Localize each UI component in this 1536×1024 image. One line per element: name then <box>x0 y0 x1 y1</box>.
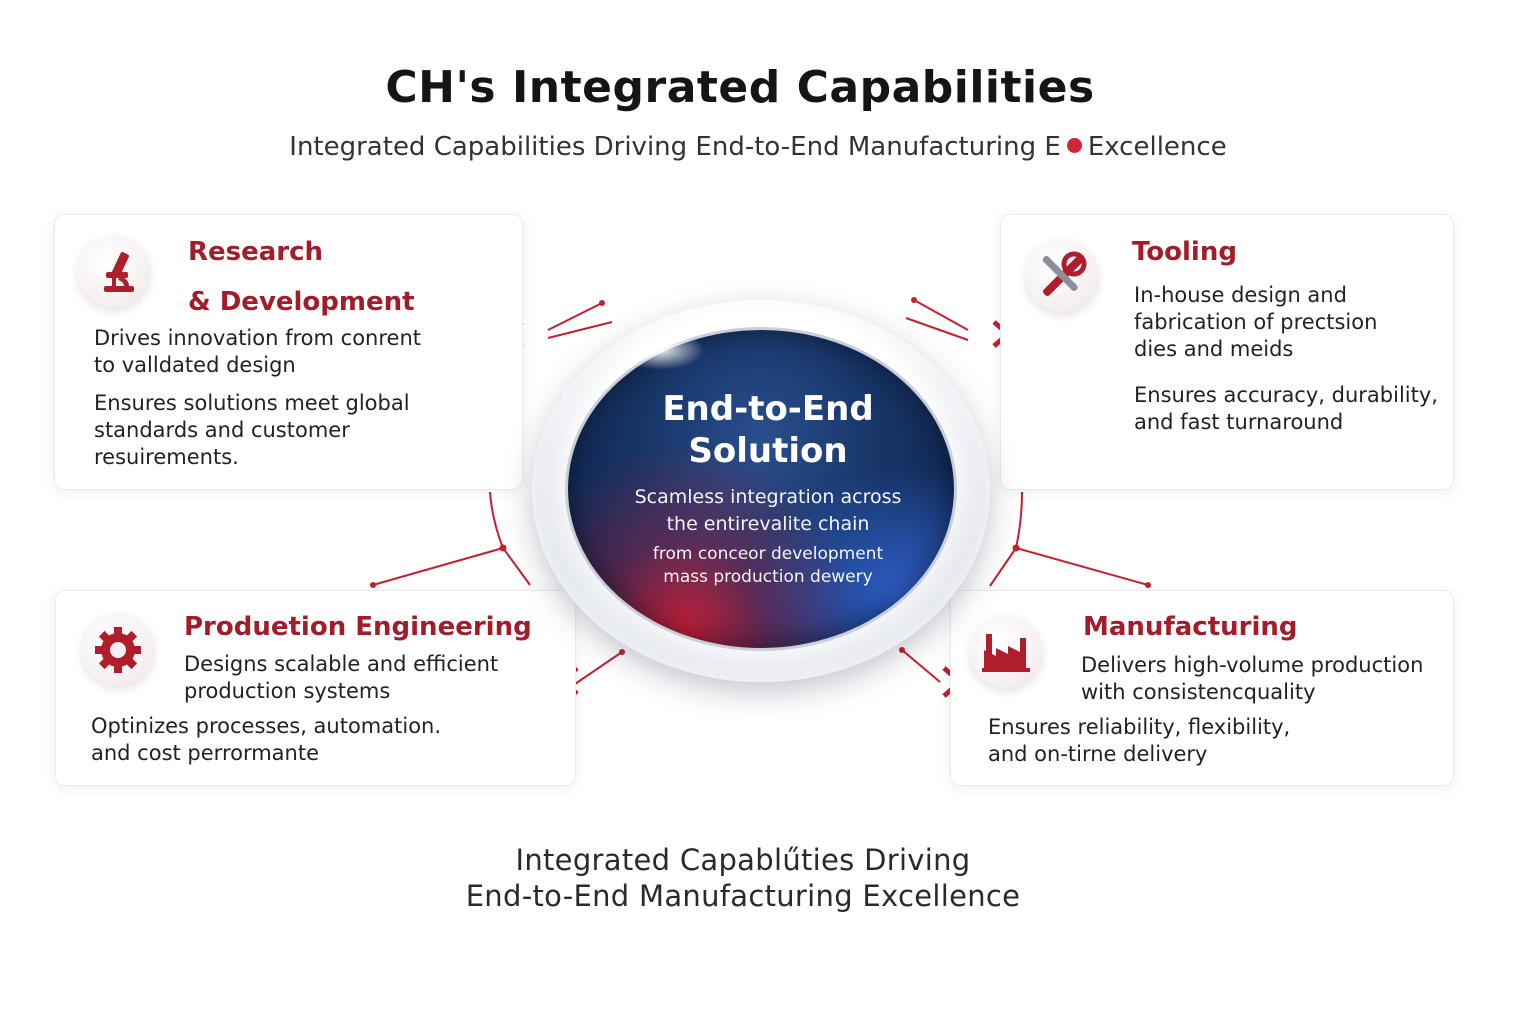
factory-icon <box>982 634 1030 672</box>
red-dot-icon <box>1066 138 1082 153</box>
connector-node <box>370 582 376 588</box>
hub-description: from conceor development mass production… <box>568 543 968 589</box>
text-line: fabrication of prectsion <box>1134 310 1378 334</box>
hub-glint <box>615 330 705 370</box>
card-title: Produetion Engineering <box>184 612 532 642</box>
connector-line <box>905 317 969 341</box>
text-line: production systems <box>184 679 391 703</box>
connector-node <box>599 300 605 306</box>
page-subtitle: Integrated Capabilities Driving End-to-E… <box>0 132 1516 162</box>
hub-description: Scamless integration across the entireva… <box>568 484 968 538</box>
connector-line <box>1015 491 1023 549</box>
connector-node <box>499 544 507 552</box>
hub-text-line: mass production dewery <box>663 567 873 587</box>
card-title: Manufacturing <box>1083 612 1298 642</box>
hub-text-line: Scamless integration across <box>634 486 902 508</box>
connector-node <box>1012 544 1020 552</box>
connector-line <box>913 299 969 331</box>
text-line: dies and meids <box>1134 337 1294 361</box>
card-description: Ensures solutions meet global standards … <box>94 390 410 471</box>
text-line: Ensures solutions meet global <box>94 391 410 415</box>
page-title: CH's Integrated Capabilities <box>385 62 1095 113</box>
icon-badge <box>78 236 150 308</box>
subtitle-text-end: Excellence <box>1087 132 1227 162</box>
text-line: Ensures reliability, flexibility, <box>988 715 1291 739</box>
hub-title: End-to-End Solution <box>568 388 968 472</box>
card-title: Tooling <box>1132 237 1237 267</box>
hub-title-line: End-to-End <box>662 389 874 429</box>
icon-badge <box>970 616 1042 688</box>
connector-node <box>911 297 917 303</box>
card-title-line: & Development <box>188 287 415 317</box>
connector-line <box>547 302 603 331</box>
hub-title-line: Solution <box>688 431 848 471</box>
connector-line <box>989 547 1017 587</box>
icon-badge <box>82 614 154 686</box>
text-line: Drives innovation from conrent <box>94 326 421 350</box>
connector-line <box>1015 547 1149 586</box>
hub-text-line: from conceor development <box>652 544 884 564</box>
connector-node <box>1145 582 1151 588</box>
icon-badge <box>1026 240 1098 312</box>
card-description: Optinizes processes, automation. and cos… <box>91 713 441 767</box>
text-line: and fast turnaround <box>1134 410 1344 434</box>
footer-tagline: Integrated Capablűties Driving End-to-En… <box>0 842 1486 914</box>
subtitle-text-start: Integrated Capabilities Driving End-to-E… <box>289 132 1061 162</box>
connector-node <box>619 649 625 655</box>
card-description: Ensures reliability, flexibility, and on… <box>988 714 1290 768</box>
connector-line <box>489 491 504 549</box>
text-line: Optinizes processes, automation. <box>91 714 442 738</box>
text-line: resuirements. <box>94 445 239 469</box>
hub-core <box>568 330 954 648</box>
text-line: Designs scalable and efficient <box>184 652 499 676</box>
text-line: Ensures accuracy, durability, <box>1134 383 1438 407</box>
connector-line <box>372 547 504 586</box>
text-line: and on-tirne delivery <box>988 742 1208 766</box>
card-description: Ensures accuracy, durability, and fast t… <box>1134 382 1438 436</box>
tools-icon <box>1042 251 1087 296</box>
footer-line: Integrated Capablűties Driving <box>515 843 971 877</box>
text-line: with consistencquality <box>1081 680 1316 704</box>
text-line: standards and customer <box>94 418 350 442</box>
connector-line <box>901 649 941 683</box>
card-title: Research & Development <box>188 235 415 319</box>
card-title-line: Research <box>188 237 324 267</box>
text-line: Delivers high-volume production <box>1081 653 1424 677</box>
card-description: Designs scalable and efficient productio… <box>184 651 498 705</box>
card-description: Drives innovation from conrent to vallda… <box>94 325 421 379</box>
microscope-icon <box>104 252 134 292</box>
card-description: Delivers high-volume production with con… <box>1081 652 1423 706</box>
text-line: to valldated design <box>94 353 296 377</box>
card-manufacturing <box>950 590 1454 786</box>
footer-line: End-to-End Manufacturing Excellence <box>465 879 1021 913</box>
connector-line <box>502 547 531 586</box>
card-description: In-house design and fabrication of prect… <box>1134 282 1377 363</box>
text-line: and cost perrormante <box>91 741 320 765</box>
connector-node <box>899 647 905 653</box>
connector-line <box>547 321 613 339</box>
text-line: In-house design and <box>1134 283 1347 307</box>
hub-text-line: the entirevalite chain <box>666 513 870 535</box>
connector-line <box>571 651 623 687</box>
gear-icon <box>95 627 141 673</box>
